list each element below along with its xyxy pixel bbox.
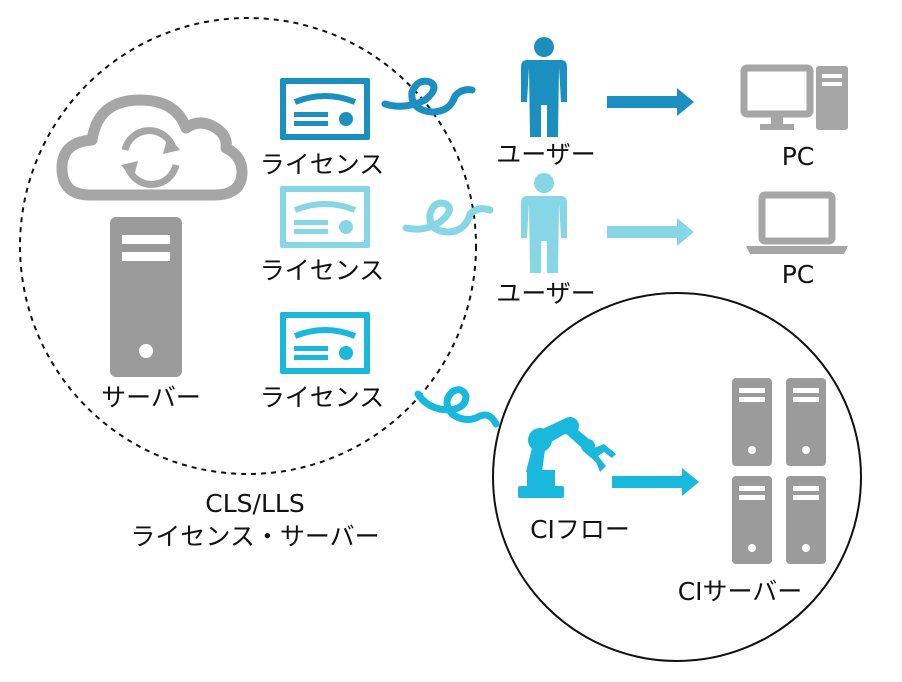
server-rack-icon — [786, 476, 826, 564]
robot-arm-icon — [518, 417, 616, 498]
pc-label-1: PC — [781, 142, 815, 171]
knot-icon — [402, 199, 494, 236]
ci-server-label: CIサーバー — [677, 577, 803, 606]
certificate-icon — [280, 78, 370, 140]
license-label-1: ライセンス — [259, 150, 385, 179]
server-rack-icon — [732, 476, 772, 564]
ci-flow-label: CIフロー — [530, 515, 630, 544]
user-label-2: ユーザー — [496, 279, 596, 308]
server-label: サーバー — [101, 383, 201, 412]
cls-title-line1: CLS/LLS — [205, 489, 305, 518]
server-rack-icon — [786, 378, 826, 466]
ci-boundary — [492, 292, 862, 662]
certificate-icon — [280, 312, 370, 374]
arrow-right-icon — [612, 468, 699, 496]
arrow-right-icon — [607, 88, 694, 116]
license-label-2: ライセンス — [259, 256, 385, 285]
license-server-boundary — [19, 17, 477, 475]
knot-icon — [381, 77, 476, 116]
server-tower-icon — [110, 217, 182, 377]
server-rack-icon — [732, 378, 772, 466]
cloud-sync-icon — [56, 94, 248, 201]
arrow-right-icon — [607, 218, 694, 246]
person-icon — [521, 173, 567, 273]
knot-icon — [414, 386, 500, 428]
pc-label-2: PC — [781, 260, 815, 289]
desktop-pc-icon — [740, 64, 848, 130]
certificate-icon — [280, 186, 370, 248]
user-label-1: ユーザー — [496, 140, 596, 169]
person-icon — [521, 37, 567, 137]
cls-title-line2: ライセンス・サーバー — [130, 522, 380, 551]
laptop-icon — [746, 191, 848, 254]
license-label-3: ライセンス — [259, 383, 385, 412]
